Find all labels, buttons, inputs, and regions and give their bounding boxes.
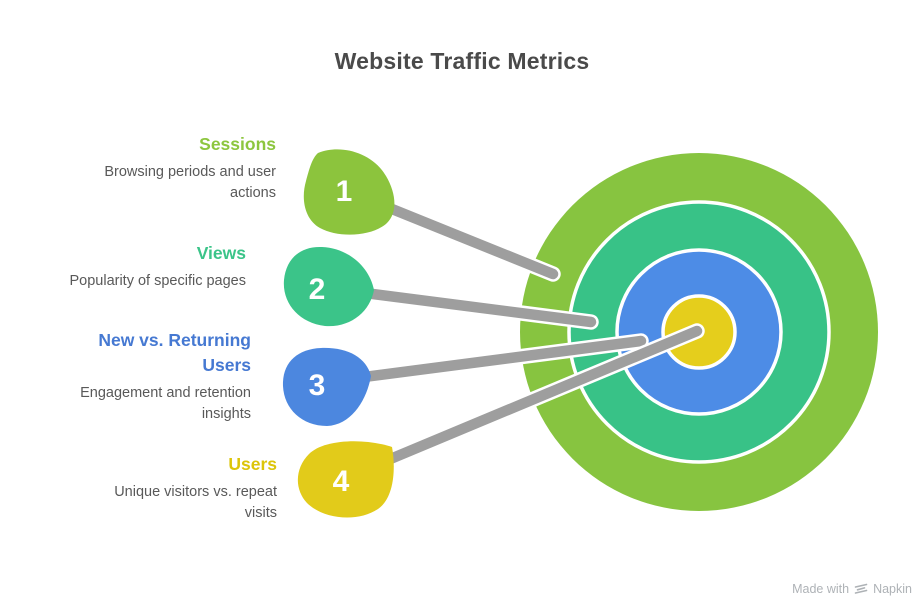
blob-3-number: 3 — [309, 369, 326, 402]
connector-4 — [334, 325, 703, 486]
item-new-vs-returning-users: New vs. Returning Users Engagement and r… — [71, 328, 251, 425]
blob-2-number: 2 — [309, 273, 326, 306]
item-views-label: Views — [196, 243, 246, 263]
item-users-description: Unique visitors vs. repeat visits — [114, 484, 277, 521]
page-title: Website Traffic Metrics — [334, 48, 590, 74]
watermark: Made with Napkin — [792, 582, 912, 596]
item-views: Views Popularity of specific pages — [36, 241, 246, 292]
item-views-description: Popularity of specific pages — [69, 273, 246, 289]
blob-3 — [282, 347, 371, 426]
item-users-label: Users — [228, 454, 277, 474]
blob-1-number: 1 — [336, 175, 353, 208]
connector-3 — [312, 335, 647, 389]
item-sessions-description: Browsing periods and user actions — [104, 164, 276, 201]
item-new-vs-returning-users-label: New vs. Returning Users — [98, 330, 251, 375]
item-new-vs-returning-users-description: Engagement and retention insights — [80, 385, 251, 422]
blob-1 — [303, 149, 395, 235]
watermark-brand: Napkin — [873, 582, 912, 596]
watermark-prefix: Made with — [792, 582, 850, 596]
blob-4 — [297, 441, 394, 518]
blob-4-number: 4 — [333, 465, 350, 498]
item-users: Users Unique visitors vs. repeat visits — [87, 452, 277, 524]
blob-2 — [283, 246, 374, 327]
item-sessions-label: Sessions — [199, 134, 276, 154]
item-sessions: Sessions Browsing periods and user actio… — [81, 132, 276, 204]
napkin-logo-icon — [854, 583, 868, 594]
numbered-blobs: 1 2 3 4 — [282, 149, 395, 518]
